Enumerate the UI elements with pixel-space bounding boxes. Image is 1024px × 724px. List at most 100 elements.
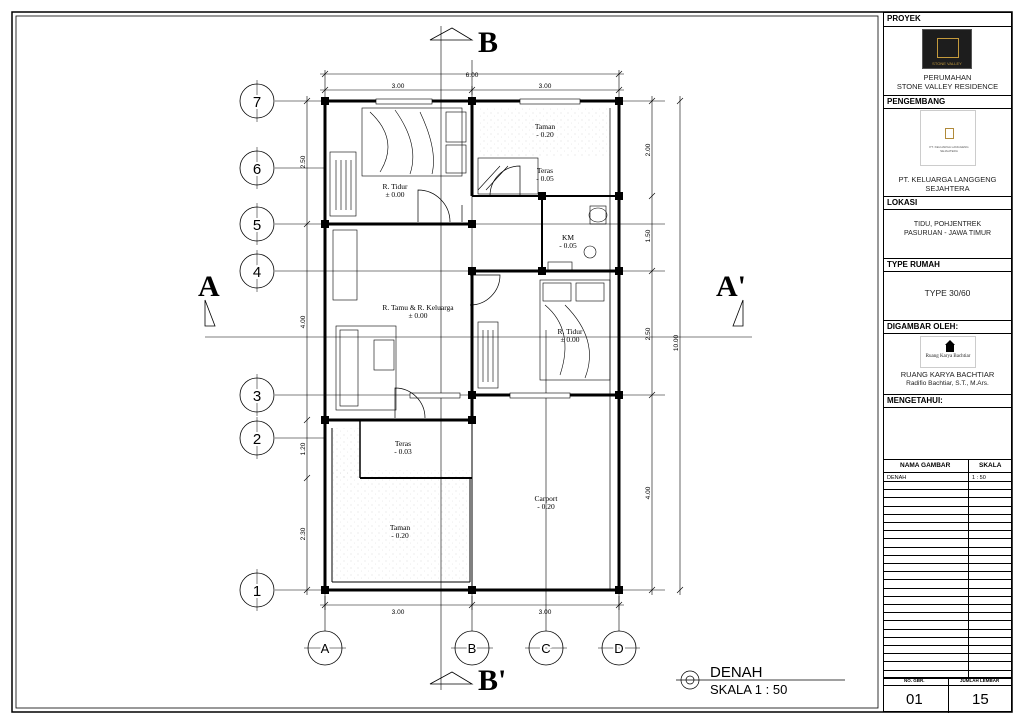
dim-total-top: 6.00 <box>466 72 479 79</box>
room-level: - 0.03 <box>394 447 412 456</box>
drawing-frame <box>15 15 879 709</box>
room-name: R. Tidur <box>557 327 583 336</box>
table-row <box>884 505 1011 514</box>
room-name: Taman <box>535 122 556 131</box>
grid-col-label: D <box>614 641 623 656</box>
room-level: ± 0.00 <box>408 311 427 320</box>
room-name: Teras <box>537 166 553 175</box>
grid-row-label: 6 <box>253 161 261 178</box>
grid-row-label: 5 <box>253 217 261 234</box>
room-level: - 0.05 <box>559 241 577 250</box>
dim-top-right: 3.00 <box>539 83 552 90</box>
jumlah-value: 15 <box>972 691 989 708</box>
jumlah-label: JUMLAH LEMBAR <box>960 678 1000 683</box>
table-row <box>884 497 1011 505</box>
table-row <box>884 546 1011 555</box>
dim-right-total: 10.00 <box>673 334 680 351</box>
table-row <box>884 636 1011 645</box>
table-row <box>884 554 1011 563</box>
room-name: Taman <box>390 523 411 532</box>
location-line-2: PASURUAN - JAWA TIMUR <box>903 230 992 237</box>
house-type: TYPE 30/60 <box>924 288 971 298</box>
project-logo: STONE VALLEY <box>922 29 972 69</box>
living-furniture <box>332 229 397 411</box>
grid-col-label: B <box>468 641 477 656</box>
table-row <box>884 628 1011 637</box>
proyek-header: PROYEK <box>884 13 1011 27</box>
section-label-a: A <box>198 270 220 303</box>
dim-left-3: 1.20 <box>300 442 307 455</box>
drawing-title-block: DENAH SKALA 1 : 50 <box>676 664 845 697</box>
developer-name: PT. KELUARGA LANGGENG <box>898 175 997 184</box>
grid-row-label: 3 <box>253 388 261 405</box>
dim-bottom-right: 3.00 <box>539 609 552 616</box>
bed-2 <box>539 279 611 381</box>
table-row <box>884 620 1011 628</box>
drawing-title: DENAH <box>710 664 763 681</box>
table-row <box>884 661 1011 669</box>
table-row <box>884 530 1011 538</box>
table-row <box>884 653 1011 661</box>
table-row <box>884 669 1011 678</box>
room-name: KM <box>562 233 574 242</box>
garden-side-hatch <box>332 428 360 478</box>
drawing-list-header-row <box>884 459 1011 473</box>
room-level: - 0.20 <box>391 531 409 540</box>
section-label-a-prime: A' <box>716 270 746 303</box>
table-row <box>884 522 1011 530</box>
dim-right-1: 2.00 <box>645 143 652 156</box>
table-row <box>884 612 1011 620</box>
table-row-scale: 1 : 50 <box>972 475 986 481</box>
room-level: - 0.20 <box>536 130 554 139</box>
grid-row-label: 1 <box>253 583 261 600</box>
drawing-scale: SKALA 1 : 50 <box>710 682 787 697</box>
bathroom-fixtures <box>547 205 608 271</box>
mengetahui-header: MENGETAHUI: <box>884 394 1011 408</box>
section-label-b: B <box>478 26 498 59</box>
table-row <box>884 595 1011 604</box>
designer-person: Radifio Bachtiar, S.T., M.Ars. <box>906 380 989 387</box>
table-divider <box>968 459 969 679</box>
dim-right-2: 1.50 <box>645 229 652 242</box>
room-name: Teras <box>395 439 411 448</box>
dim-right-4: 4.00 <box>645 486 652 499</box>
table-row <box>884 513 1011 522</box>
dim-left-2: 4.00 <box>300 315 307 328</box>
dim-left-4: 2.30 <box>300 527 307 540</box>
dim-right-3: 2.50 <box>645 327 652 340</box>
sheet-border <box>11 11 1013 713</box>
room-level: ± 0.00 <box>560 335 579 344</box>
bed-1 <box>361 107 467 177</box>
table-col-name: NAMA GAMBAR <box>900 462 951 469</box>
table-row <box>884 604 1011 612</box>
table-row <box>884 481 1011 489</box>
dim-left-1: 2.50 <box>300 155 307 168</box>
dim-bottom-left: 3.00 <box>392 609 405 616</box>
room-level: ± 0.00 <box>385 190 404 199</box>
no-gbr-value: 01 <box>906 691 923 708</box>
dim-top-left: 3.00 <box>392 83 405 90</box>
grid-row-label: 4 <box>253 264 261 281</box>
pengembang-header: PENGEMBANG <box>884 95 1011 109</box>
room-name: R. Tamu & R. Keluarga <box>382 303 454 312</box>
developer-logo: PT. KELUARGA LANGGENG SEJAHTERA <box>920 110 976 166</box>
table-row <box>884 538 1011 546</box>
table-row <box>884 645 1011 653</box>
table-col-scale: SKALA <box>979 462 1002 469</box>
developer-name-2: SEJAHTERA <box>925 184 970 193</box>
designer-logo: Ruang Karya Bachtiar <box>920 336 976 368</box>
type-header: TYPE RUMAH <box>884 258 1011 272</box>
room-level: - 0.20 <box>537 502 555 511</box>
table-row <box>884 571 1011 579</box>
title-block: PROYEK STONE VALLEY PERUMAHAN STONE VALL… <box>883 12 1012 713</box>
project-logo-text: STONE VALLEY <box>932 61 962 66</box>
designer-name: RUANG KARYA BACHTIAR <box>900 370 995 379</box>
table-row <box>884 489 1011 497</box>
table-row <box>884 587 1011 596</box>
table-row-name: DENAH <box>887 475 907 481</box>
grid-col-label: A <box>321 641 330 656</box>
project-name: PERUMAHAN <box>923 73 972 82</box>
grid-row-label: 2 <box>253 431 261 448</box>
no-gbr-label: NO. GBR. <box>904 678 925 683</box>
